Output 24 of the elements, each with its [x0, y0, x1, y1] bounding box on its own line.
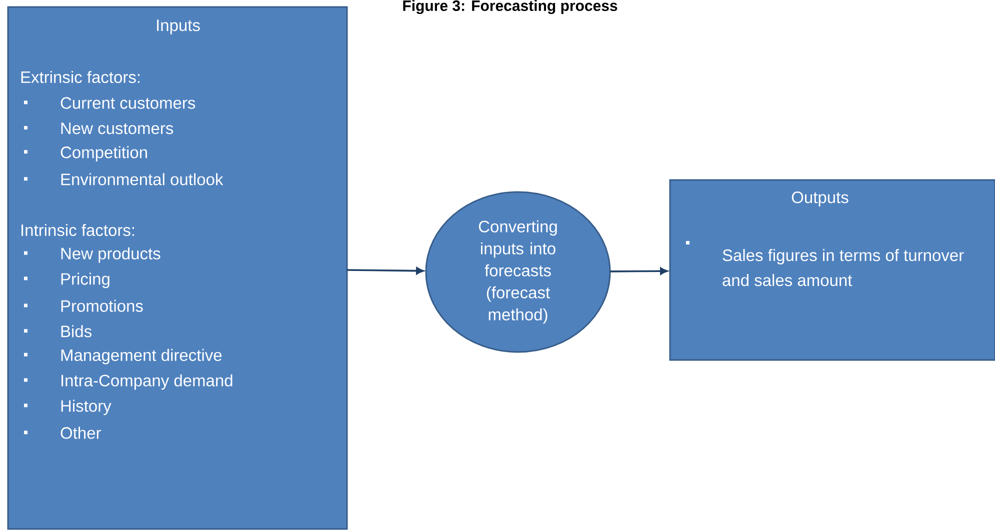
list-item: History	[24, 400, 112, 416]
list-item: New customers	[24, 122, 174, 134]
list-item: Other	[24, 426, 101, 439]
figure-title: Figure 3: Forecasting process	[403, 0, 618, 14]
arrow	[347, 267, 424, 274]
box-heading: Outputs	[792, 192, 848, 206]
process-label: Converting inputs into forecasts (forecast method)	[478, 220, 557, 324]
process-ellipse	[425, 191, 611, 353]
list-item: Intra-Company demand	[24, 374, 232, 390]
arrow	[610, 267, 668, 275]
list-item: Current customers	[24, 97, 196, 109]
list-heading: Intrinsic factors:	[22, 224, 134, 236]
list-item: Bids	[24, 325, 92, 338]
list-item: Competition	[24, 146, 147, 162]
list-item: Sales figures in terms of turnover and sales amount	[686, 241, 964, 286]
box-heading: Inputs	[157, 20, 200, 34]
list-item: Pricing	[24, 272, 110, 288]
list-heading: Extrinsic factors:	[21, 70, 140, 84]
input-box	[7, 6, 348, 530]
list-item: Management directive	[24, 348, 222, 364]
list-item: Environmental outlook	[24, 173, 224, 186]
list-item: New products	[24, 247, 160, 263]
output-box	[669, 179, 995, 361]
list-item: Promotions	[24, 300, 143, 312]
